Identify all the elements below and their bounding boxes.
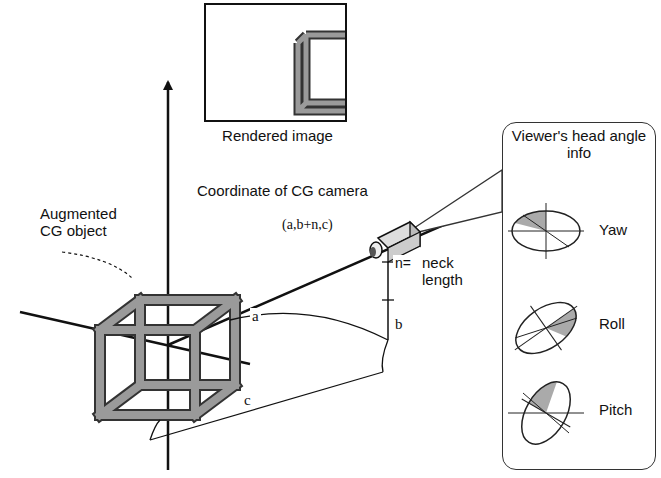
- rendered-cube: [206, 5, 345, 120]
- node-title: Rendered image: [194, 127, 361, 144]
- camera-label: Coordinate of CG camera: [195, 182, 370, 199]
- callout-tail: [402, 170, 502, 236]
- coordinate-label: (a,b+n,c): [280, 217, 335, 233]
- cg-cube: [100, 300, 235, 415]
- object-label: Augmented CG object: [38, 205, 134, 240]
- node-title: Viewer's head angle info: [509, 127, 649, 162]
- angle-label: Roll: [599, 315, 653, 332]
- dimension-c: [150, 372, 383, 440]
- dimension-label: b: [393, 316, 405, 333]
- head-angle-callout: Viewer's head angle infoYawRollPitch: [502, 122, 656, 470]
- leader-line: [62, 252, 132, 278]
- angle-label: Pitch: [599, 401, 653, 418]
- neck-symbol: n=: [393, 255, 413, 271]
- dimension-b: [382, 340, 388, 372]
- rendered-image-box: Rendered image: [204, 3, 347, 122]
- neck-label: neck length: [420, 254, 484, 289]
- dimension-label: a: [250, 308, 261, 325]
- angle-label: Yaw: [599, 221, 653, 238]
- neck-line: [387, 262, 389, 340]
- dimension-label: c: [242, 392, 253, 409]
